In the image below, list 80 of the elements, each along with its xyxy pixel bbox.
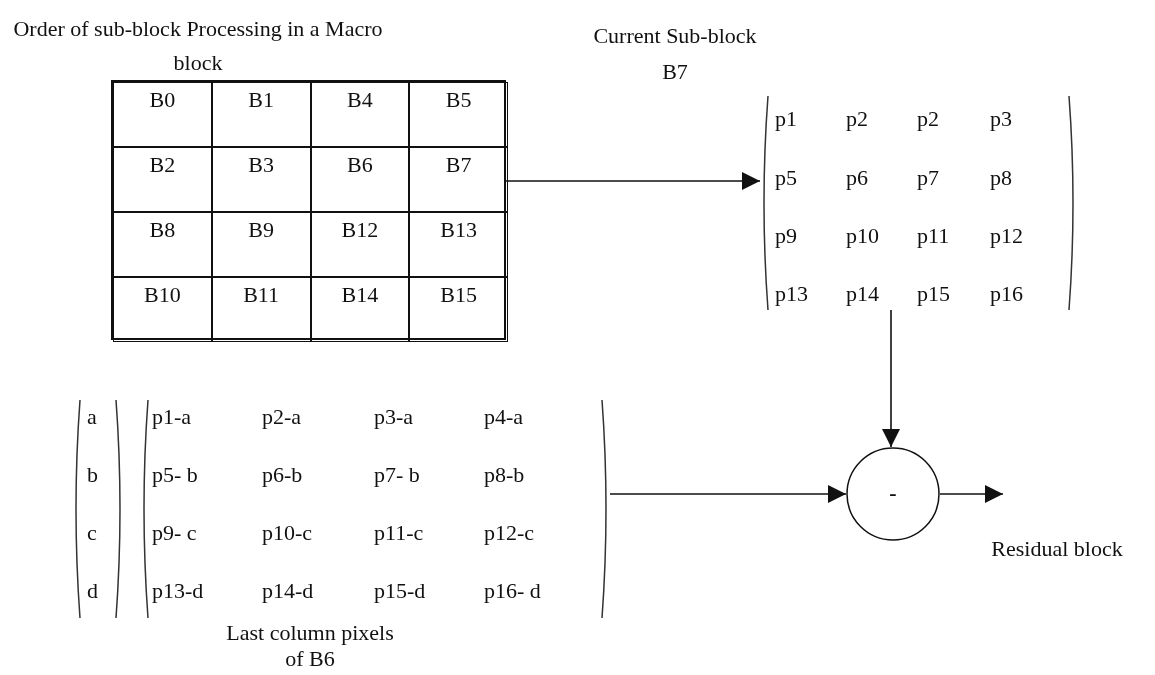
sub-block-cell bbox=[211, 147, 311, 212]
sub-block-cell bbox=[409, 277, 508, 342]
matrix-entry: p6-b bbox=[262, 464, 303, 486]
sub-block-cell bbox=[211, 82, 311, 147]
sub-block-name: B8 bbox=[148, 219, 177, 241]
matrix-heading: Current Sub-block B7 bbox=[592, 22, 758, 86]
matrix-entry: p9- c bbox=[152, 522, 197, 544]
grid-heading: Order of sub-block Processing in a Macro block bbox=[12, 15, 384, 77]
matrix-entry: p11 bbox=[917, 225, 950, 247]
sub-block-name: B10 bbox=[143, 284, 182, 306]
sub-block-name: B9 bbox=[247, 219, 275, 241]
matrix-entry: p13-d bbox=[152, 580, 204, 602]
arrow bbox=[939, 485, 1004, 503]
caption-text: Last column pixels of B6 bbox=[225, 620, 395, 672]
sub-block-name: B4 bbox=[346, 89, 374, 111]
sub-block-name: B3 bbox=[247, 154, 275, 176]
matrix-entry: p5- b bbox=[152, 464, 198, 486]
matrix-entry: b bbox=[87, 464, 98, 486]
sub-block-cell bbox=[310, 147, 410, 212]
arrow bbox=[882, 309, 900, 448]
sub-block-name: B2 bbox=[148, 154, 177, 176]
matrix-entry: p11-c bbox=[374, 522, 424, 544]
matrix-entry: p14-d bbox=[262, 580, 314, 602]
arrow bbox=[609, 485, 847, 503]
matrix-entry: p12-c bbox=[484, 522, 535, 544]
sub-block-name: B5 bbox=[444, 89, 473, 111]
sub-block-name: B13 bbox=[439, 219, 478, 241]
sub-block-cell bbox=[310, 277, 410, 342]
sub-block-cell bbox=[310, 82, 410, 147]
sub-block-cell bbox=[409, 212, 508, 277]
pixel-matrix bbox=[140, 400, 610, 618]
sub-block-name: B14 bbox=[340, 284, 380, 306]
sub-block-cell bbox=[409, 82, 508, 147]
matrix-entry: p6 bbox=[846, 167, 868, 189]
sub-block-cell bbox=[211, 277, 311, 342]
matrix-entry: p10 bbox=[846, 225, 879, 247]
sub-block-cell bbox=[211, 212, 311, 277]
matrix-entry: p2 bbox=[917, 108, 939, 130]
matrix-entry: p3-a bbox=[374, 406, 414, 428]
matrix-entry: p15 bbox=[917, 283, 950, 305]
matrix-entry: p13 bbox=[775, 283, 808, 305]
matrix-entry: p12 bbox=[990, 225, 1023, 247]
matrix-entry: p15-d bbox=[374, 580, 426, 602]
matrix-entry: p2 bbox=[846, 108, 868, 130]
sub-block-cell bbox=[310, 212, 410, 277]
matrix-entry: p4-a bbox=[484, 406, 524, 428]
matrix-entry: p3 bbox=[990, 108, 1012, 130]
matrix-entry: c bbox=[87, 522, 97, 544]
sub-block-cell bbox=[113, 147, 212, 212]
matrix-entry: p7- b bbox=[374, 464, 420, 486]
sub-block-cell bbox=[113, 82, 212, 147]
matrix-entry: p2-a bbox=[262, 406, 302, 428]
sub-block-name: B0 bbox=[148, 89, 177, 111]
subtract-circle bbox=[846, 447, 940, 541]
matrix-entry: p5 bbox=[775, 167, 797, 189]
sub-block-name: B12 bbox=[340, 219, 380, 241]
output-label: Residual block bbox=[990, 536, 1124, 562]
matrix-entry: d bbox=[87, 580, 98, 602]
pixel-matrix bbox=[72, 400, 124, 618]
sub-block-cell bbox=[113, 212, 212, 277]
sub-block-name: B6 bbox=[346, 154, 374, 176]
minus-sign: - bbox=[888, 482, 898, 504]
matrix-entry: a bbox=[87, 406, 97, 428]
matrix-entry: p16 bbox=[990, 283, 1023, 305]
sub-block-name: B11 bbox=[242, 284, 281, 306]
arrow bbox=[505, 172, 761, 190]
matrix-entry: p7 bbox=[917, 167, 939, 189]
matrix-entry: p10-c bbox=[262, 522, 313, 544]
sub-block-name: B15 bbox=[439, 284, 478, 306]
matrix-entry: p14 bbox=[846, 283, 879, 305]
matrix-entry: p1 bbox=[775, 108, 797, 130]
matrix-entry: p16- d bbox=[484, 580, 541, 602]
sub-block-cell bbox=[409, 147, 508, 212]
matrix-entry: p8-b bbox=[484, 464, 525, 486]
sub-block-cell bbox=[113, 277, 212, 342]
matrix-entry: p9 bbox=[775, 225, 797, 247]
matrix-entry: p1-a bbox=[152, 406, 192, 428]
matrix-entry: p8 bbox=[990, 167, 1012, 189]
sub-block-name: B1 bbox=[247, 89, 275, 111]
sub-block-name: B7 bbox=[444, 154, 473, 176]
